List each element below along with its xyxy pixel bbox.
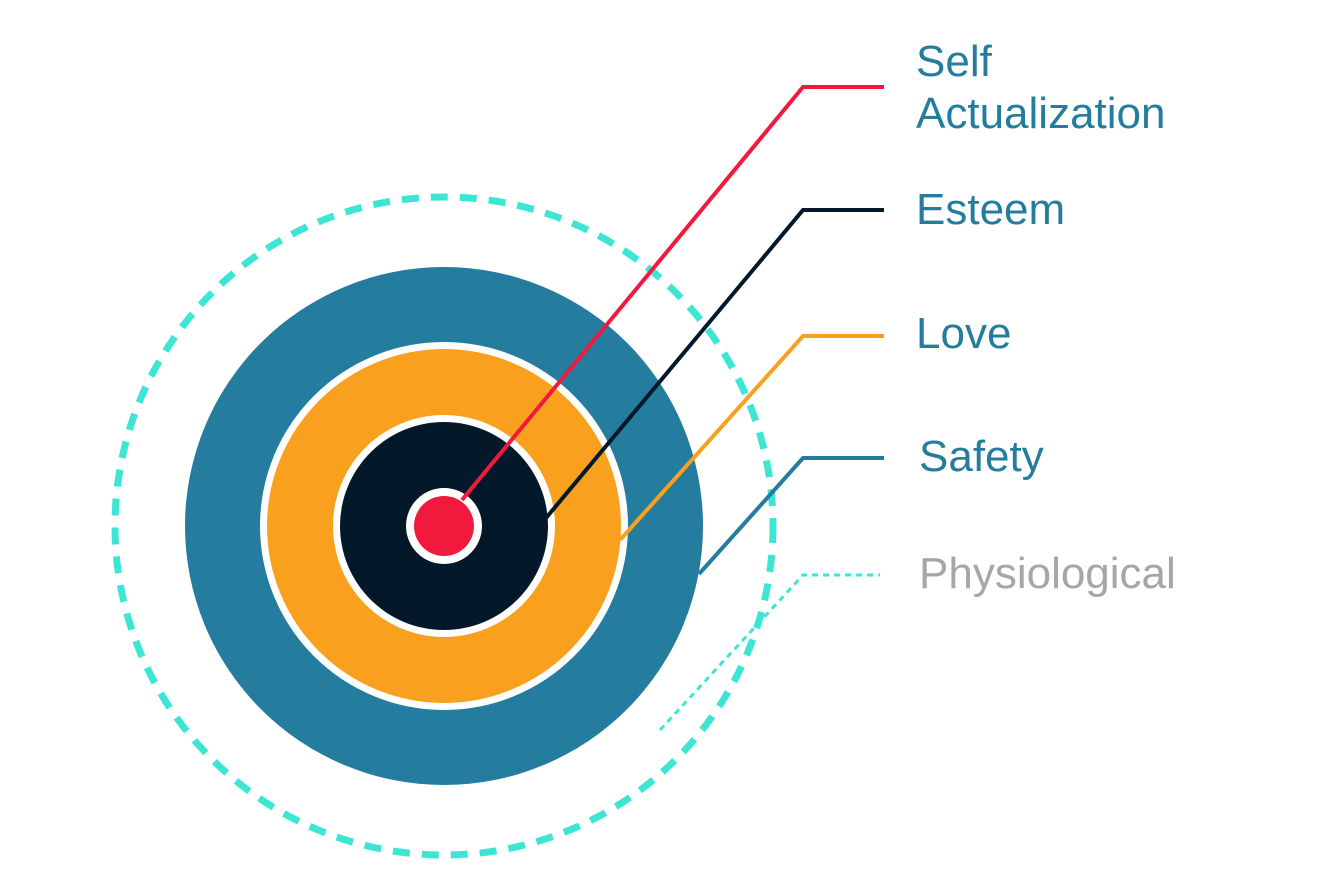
physiological-label: Physiological — [919, 548, 1176, 600]
esteem-label-text: Esteem — [916, 185, 1066, 234]
self-actualization-label: Self Actualization — [916, 36, 1165, 140]
self-actualization-label-line-2: Actualization — [916, 89, 1166, 138]
self-actualization-core — [414, 496, 474, 556]
self-actualization-leader-line — [460, 85, 884, 502]
physiological-ring — [111, 193, 777, 859]
physiological-leader-line — [658, 573, 880, 732]
safety-label-text: Safety — [919, 432, 1044, 481]
love-label: Love — [916, 308, 1011, 360]
safety-leader-line — [697, 456, 884, 576]
safety-label: Safety — [919, 431, 1044, 483]
esteem-label: Esteem — [916, 184, 1065, 236]
esteem-leader-line — [544, 208, 884, 520]
self-actualization-label-line-1: Self — [916, 37, 992, 86]
love-label-text: Love — [916, 309, 1012, 358]
love-leader-line — [618, 334, 884, 542]
physiological-label-text: Physiological — [919, 549, 1176, 598]
